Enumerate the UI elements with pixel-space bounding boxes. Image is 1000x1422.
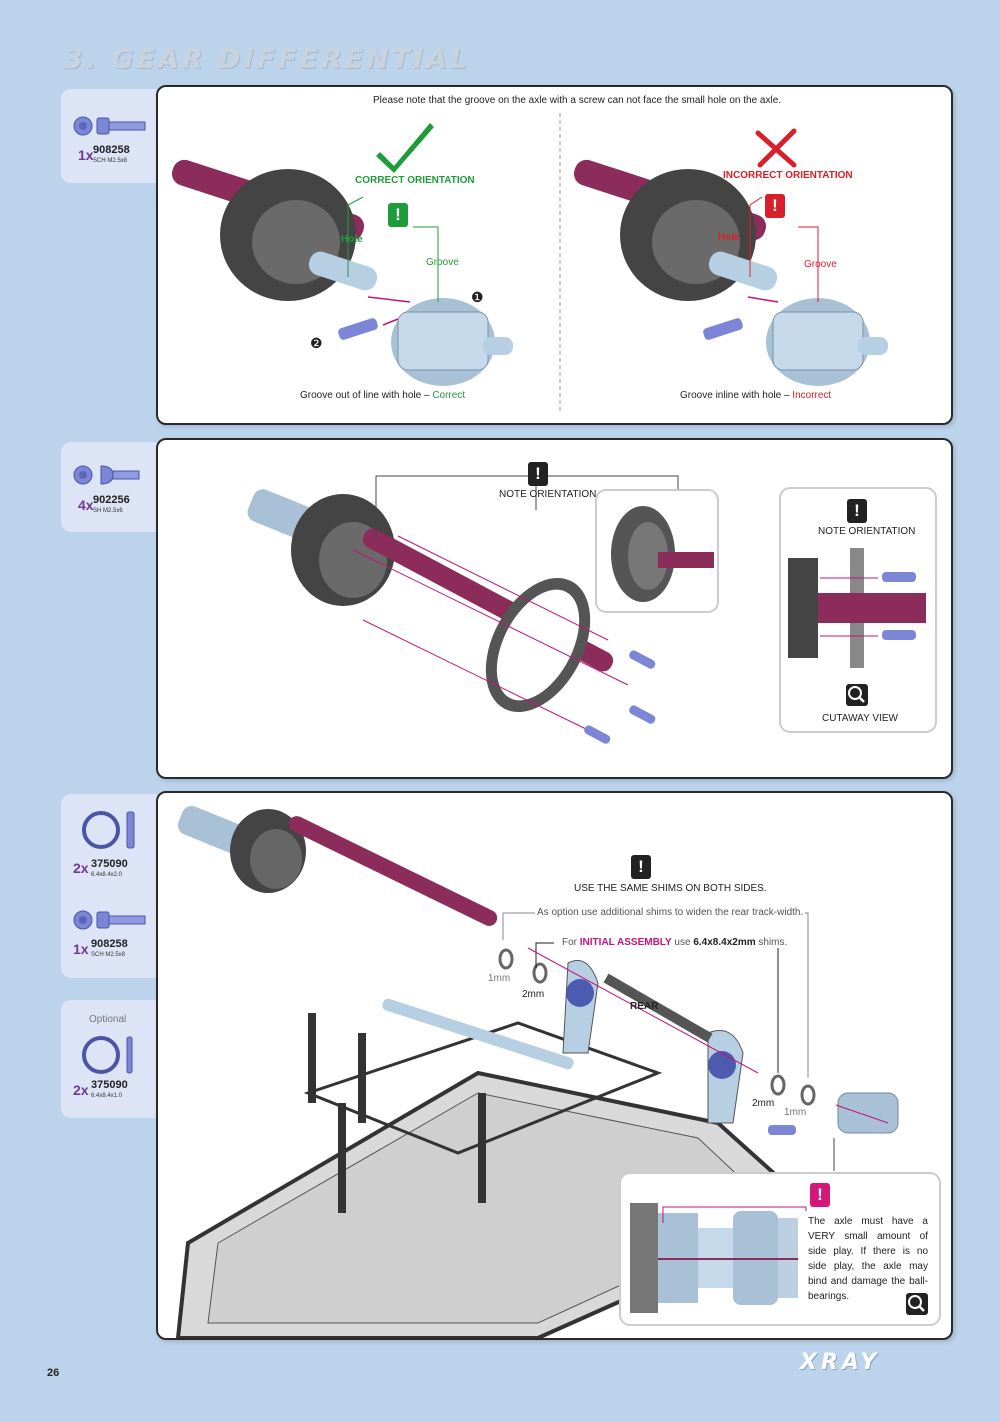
exclamation-icon: ! — [847, 499, 867, 523]
marker-2: ❷ — [310, 335, 323, 351]
parts-box-step1: 1x 908258 SCH M2.5x8 — [61, 89, 157, 183]
shim-label-1mm-left: 1mm — [488, 973, 511, 984]
groove-label-right: Groove — [804, 259, 837, 270]
same-shims-note: USE THE SAME SHIMS ON BOTH SIDES. — [574, 883, 767, 894]
incorrect-orientation-label: INCORRECT ORIENTATION — [723, 170, 853, 181]
parts-box-step2: 4x 902256 SH M2.5x6 — [61, 442, 157, 532]
shim-label-2mm-right: 2mm — [752, 1098, 775, 1109]
part-spec: 6.4x8.4x2.0 — [91, 872, 123, 878]
correct-status: Correct — [432, 390, 466, 401]
button-head-screw-icon — [73, 465, 140, 485]
part-spec: SH M2.5x6 — [93, 508, 123, 514]
check-icon — [376, 123, 434, 173]
correct-caption-text: Groove out of line with hole – — [300, 390, 433, 401]
part-qty: 1x — [78, 147, 94, 163]
cutaway-view-label: CUTAWAY VIEW — [822, 713, 898, 724]
shim-and-screw-icons — [73, 811, 146, 930]
correct-orientation-label: CORRECT ORIENTATION — [355, 175, 475, 186]
exclamation-icon: ! — [631, 855, 651, 879]
exclamation-icon: ! — [388, 203, 408, 227]
hole-label-right: Hole — [718, 232, 740, 243]
step3-illustration — [175, 805, 941, 1338]
initial-assembly-note: For INITIAL ASSEMBLY use 6.4x8.4x2mm shi… — [560, 937, 790, 948]
initial-prefix: For — [562, 937, 580, 948]
step1-heading-note: Please note that the groove on the axle … — [373, 95, 782, 106]
initial-suffix: shims. — [755, 937, 788, 948]
step3-panel: ! USE THE SAME SHIMS ON BOTH SIDES. As o… — [156, 791, 953, 1340]
part-number: 375090 — [91, 1079, 128, 1091]
shim-label-2mm-left: 2mm — [522, 989, 545, 1000]
groove-label-left: Groove — [426, 257, 459, 268]
step2-panel: ! NOTE ORIENTATION ! NOTE ORIENTATION CU… — [156, 438, 953, 779]
incorrect-caption: Groove inline with hole – Incorrect — [680, 390, 831, 401]
page-number: 26 — [47, 1367, 60, 1379]
exclamation-icon: ! — [765, 194, 785, 218]
exclamation-icon: ! — [528, 462, 548, 486]
initial-mid: use — [671, 937, 694, 948]
option-shims-note: As option use additional shims to widen … — [535, 907, 806, 918]
step2-illustration — [247, 475, 937, 744]
step1-panel: Please note that the groove on the axle … — [156, 85, 953, 425]
shim-icon — [82, 1036, 133, 1074]
incorrect-status: Incorrect — [792, 390, 832, 401]
shim-label-1mm-right: 1mm — [784, 1107, 807, 1118]
page-title: 3. GEAR DIFFERENTIAL — [64, 44, 471, 75]
cutaway-note-orientation: NOTE ORIENTATION — [818, 526, 916, 537]
screw-icon — [73, 910, 146, 930]
part-number: 902256 — [93, 494, 130, 506]
parts-box-step3: 2x 375090 6.4x8.4x2.0 1x 908258 SCH M2.5… — [61, 794, 157, 978]
note-orientation-label: NOTE ORIENTATION — [499, 489, 597, 500]
step1-illustration — [171, 113, 888, 413]
part-qty: 4x — [78, 497, 94, 513]
magnifier-icon — [846, 684, 868, 706]
initial-size: 6.4x8.4x2mm — [693, 937, 756, 948]
xray-logo: XRAY — [800, 1350, 881, 1375]
initial-highlight: INITIAL ASSEMBLY — [579, 937, 672, 948]
cross-icon — [755, 128, 797, 168]
screw-icon — [73, 116, 146, 136]
part-spec: SCH M2.5x8 — [93, 158, 128, 164]
part-qty: 1x — [73, 941, 89, 957]
parts-box-optional: Optional 2x 375090 6.4x8.4x1.0 — [61, 1000, 157, 1118]
rear-label: REAR — [630, 1001, 659, 1012]
marker-1: ❶ — [471, 289, 484, 305]
part-qty: 2x — [73, 860, 89, 876]
part-number: 908258 — [91, 938, 128, 950]
incorrect-diff-illustration — [573, 159, 888, 386]
side-play-note: The axle must have a VERY small amount o… — [808, 1216, 928, 1302]
part-spec: 6.4x8.4x1.0 — [91, 1093, 123, 1099]
incorrect-caption-text: Groove inline with hole – — [680, 390, 793, 401]
shim-icon — [82, 811, 135, 849]
hole-label-left: Hole — [341, 234, 363, 245]
part-spec: SCH M2.5x8 — [91, 952, 126, 958]
exclamation-icon: ! — [810, 1183, 830, 1207]
part-number: 908258 — [93, 144, 130, 156]
part-number: 375090 — [91, 858, 128, 870]
magnifier-icon — [906, 1293, 928, 1315]
correct-caption: Groove out of line with hole – Correct — [300, 390, 465, 401]
optional-label: Optional — [89, 1014, 127, 1025]
correct-diff-illustration — [171, 159, 513, 386]
part-qty: 2x — [73, 1082, 89, 1098]
